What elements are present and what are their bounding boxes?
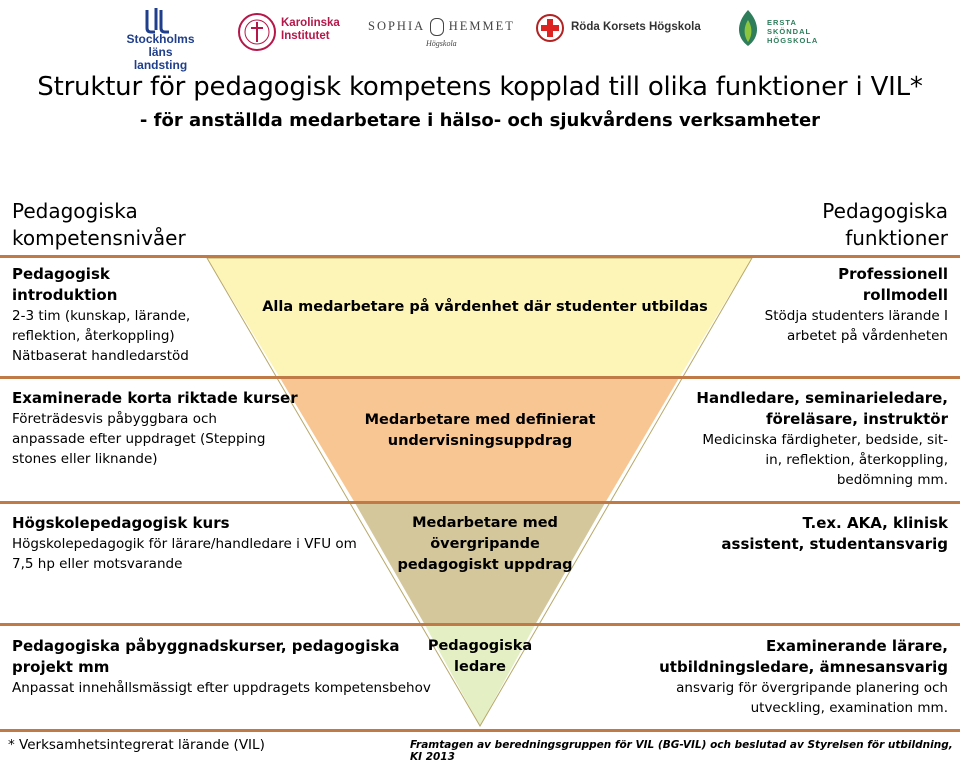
level-1-function-title: Professionell: [838, 265, 948, 283]
right-column-header: Pedagogiska funktioner: [760, 198, 948, 252]
logo-hemmet-text: HEMMET: [448, 18, 515, 33]
logo-sophia-line2: Högskola: [426, 39, 457, 48]
level-2-function-title: Handledare, seminarieledare,: [696, 389, 948, 407]
ki-seal-icon: [238, 13, 276, 51]
level-3-function-title: T.ex. AKA, klinisk: [802, 514, 948, 532]
level-2-center-label: Medarbetare med definierat undervisnings…: [330, 410, 630, 452]
level-2-function-title: föreläsare, instruktör: [765, 410, 948, 428]
level-1-center-line: Alla medarbetare på vårdenhet där studen…: [262, 299, 708, 315]
level-3-desc-line: Högskolepedagogik för lärare/handledare …: [12, 536, 357, 552]
level-4-left: Pedagogiska påbyggnadskurser, pedagogisk…: [12, 636, 431, 698]
level-3-title: Högskolepedagogisk kurs: [12, 514, 230, 532]
left-header-line1: Pedagogiska: [12, 199, 138, 223]
level-4-function-title: utbildningsledare, ämnesansvarig: [659, 658, 948, 676]
divider-rule: [0, 623, 960, 626]
level-4-center-line: ledare: [454, 659, 506, 675]
level-1-center-label: Alla medarbetare på vårdenhet där studen…: [250, 297, 720, 318]
level-3-center-line: övergripande: [430, 536, 540, 552]
level-2-desc-line: Företrädesvis påbyggbara och: [12, 411, 217, 427]
divider-rule: [0, 729, 960, 732]
level-3-center-label: Medarbetare med övergripande pedagogiskt…: [370, 513, 600, 576]
divider-rule: [0, 501, 960, 504]
level-2-center-line: Medarbetare med definierat: [364, 412, 596, 428]
level-2-function-desc: bedömning mm.: [836, 472, 948, 488]
divider-rule: [0, 255, 960, 258]
triangle-band-4: [425, 625, 535, 726]
level-3-desc-line: 7,5 hp eller motsvarande: [12, 556, 183, 572]
level-2-title: Examinerade korta riktade kurser: [12, 389, 298, 407]
level-2-center-line: undervisningsuppdrag: [387, 433, 573, 449]
level-2-desc-line: stones eller liknande): [12, 451, 158, 467]
right-header-line1: Pedagogiska: [822, 199, 948, 223]
level-4-right: Examinerande lärare, utbildningsledare, …: [640, 636, 948, 718]
level-2-function-desc: in, reflektion, återkoppling,: [765, 452, 948, 468]
logo-sll-line2: landsting: [133, 58, 188, 72]
left-header-line2: kompetensnivåer: [12, 226, 186, 250]
triangle-band-2: [280, 378, 679, 503]
level-4-title-line2: projekt mm: [12, 658, 110, 676]
level-4-center-line: Pedagogiska: [427, 638, 533, 654]
level-1-desc-line: reflektion, återkoppling): [12, 328, 175, 344]
ersta-leaf-icon: [738, 10, 758, 46]
level-3-center-line: Medarbetare med: [412, 515, 558, 531]
logo-ki-line2: Institutet: [281, 30, 330, 42]
level-1-title-line1: Pedagogisk: [12, 265, 110, 283]
level-1-desc-line: 2-3 tim (kunskap, lärande,: [12, 308, 191, 324]
level-4-center-label: Pedagogiska ledare: [420, 636, 540, 678]
red-cross-emblem-icon: [536, 14, 564, 42]
level-2-desc-line: anpassade efter uppdraget (Stepping: [12, 431, 266, 447]
level-4-function-title: Examinerande lärare,: [765, 637, 948, 655]
logo-ersta-line3: HÖGSKOLA: [767, 36, 819, 45]
level-4-function-desc: ansvarig för övergripande planering och: [676, 680, 948, 696]
level-4-function-desc: utveckling, examination mm.: [750, 700, 948, 716]
logo-ersta-line2: SKÖNDAL: [767, 27, 812, 36]
level-4-title-line1: Pedagogiska påbyggnadskurser, pedagogisk…: [12, 637, 400, 655]
level-3-left: Högskolepedagogisk kurs Högskolepedagogi…: [12, 513, 357, 574]
logo-sll-line1: Stockholms läns: [126, 32, 195, 59]
level-1-title-line2: introduktion: [12, 286, 118, 304]
left-column-header: Pedagogiska kompetensnivåer: [12, 198, 186, 252]
level-4-desc-line: Anpassat innehållsmässigt efter uppdrage…: [12, 680, 431, 696]
triangle-outline: [206, 257, 753, 727]
level-1-left: Pedagogisk introduktion 2-3 tim (kunskap…: [12, 264, 190, 366]
level-1-function-title: rollmodell: [862, 286, 948, 304]
sll-emblem-icon: [145, 8, 169, 34]
logo-sophia-text: SOPHIA: [368, 18, 425, 33]
level-1-function-desc: Stödja studenters lärande I: [764, 308, 948, 324]
level-2-function-desc: Medicinska färdigheter, bedside, sit-: [702, 432, 948, 448]
footnote-vil: * Verksamhetsintegrerat lärande (VIL): [8, 737, 265, 753]
right-header-line2: funktioner: [845, 226, 948, 250]
level-3-center-line: pedagogiskt uppdrag: [397, 557, 573, 573]
page-title: Struktur för pedagogisk kompetens koppla…: [37, 72, 923, 102]
level-3-function-title: assistent, studentansvarig: [721, 535, 948, 553]
level-2-right: Handledare, seminarieledare, föreläsare,…: [650, 388, 948, 490]
level-1-desc-line: Nätbaserat handledarstöd: [12, 348, 189, 364]
footnote-source: Framtagen av beredningsgruppen för VIL (…: [410, 739, 953, 763]
level-1-function-desc: arbetet på vårdenheten: [786, 328, 948, 344]
divider-rule: [0, 376, 960, 379]
sophiahemmet-emblem-icon: [429, 18, 444, 36]
level-3-right: T.ex. AKA, klinisk assistent, studentans…: [650, 513, 948, 555]
logo-ersta-line1: ERSTA: [767, 18, 797, 27]
page-subtitle: - för anställda medarbetare i hälso- och…: [139, 110, 821, 131]
level-1-right: Professionell rollmodell Stödja studente…: [700, 264, 948, 346]
triangle-band-3: [355, 503, 605, 625]
logo-ki-line1: Karolinska: [281, 17, 340, 29]
logo-rkh-text: Röda Korsets Högskola: [571, 21, 701, 33]
triangle-band-1: [207, 258, 752, 378]
level-2-left: Examinerade korta riktade kurser Företrä…: [12, 388, 298, 469]
